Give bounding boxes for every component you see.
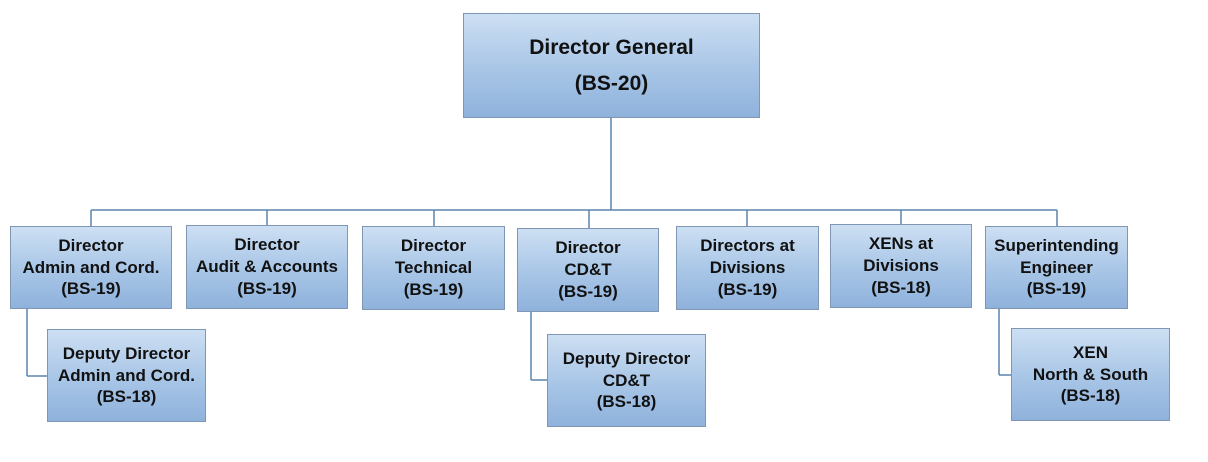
director-general-title: Director General [529, 35, 694, 59]
director-audit-line1: Director [234, 235, 300, 255]
director-technical-line1: Director [400, 236, 467, 256]
deputy-director-cdt-line2: CD&T [602, 370, 651, 390]
xens-at-divisions-line1: XENs at [868, 234, 934, 254]
superintending-engineer-grade: (BS-19) [1026, 279, 1087, 299]
xens-at-divisions-grade: (BS-18) [871, 277, 931, 297]
xens-at-divisions-line2: Divisions [863, 256, 939, 276]
xen-north-south-line1: XEN [1073, 342, 1108, 362]
director-admin-line1: Director [58, 235, 124, 255]
directors-at-divisions-line2: Divisions [709, 258, 786, 278]
director-cdt-grade: (BS-19) [558, 281, 618, 301]
director-audit-line2: Audit & Accounts [196, 257, 338, 277]
director-technical-line2: Technical [394, 258, 473, 278]
superintending-engineer-line2: Engineer [1020, 257, 1093, 277]
deputy-director-cdt-grade: (BS-18) [596, 392, 657, 412]
deputy-director-cdt-box: Deputy Director CD&T (BS-18) [547, 334, 706, 427]
superintending-engineer-line1: Superintending [994, 235, 1119, 255]
xen-north-south-grade: (BS-18) [1060, 386, 1121, 406]
director-audit-grade: (BS-19) [237, 278, 297, 298]
deputy-director-admin-line2: Admin and Cord. [58, 365, 195, 385]
director-admin-box: Director Admin and Cord. (BS-19) [10, 226, 172, 309]
deputy-director-admin-box: Deputy Director Admin and Cord. (BS-18) [47, 329, 206, 422]
xen-north-south-line2: North & South [1032, 364, 1149, 384]
director-general-grade: (BS-20) [574, 71, 649, 95]
director-technical-box: Director Technical (BS-19) [362, 226, 505, 310]
deputy-director-cdt-line1: Deputy Director [562, 348, 691, 368]
directors-at-divisions-box: Directors at Divisions (BS-19) [676, 226, 819, 310]
director-cdt-line1: Director [555, 238, 621, 258]
director-general-box: Director General (BS-20) [463, 13, 760, 118]
xen-north-south-box: XEN North & South (BS-18) [1011, 328, 1170, 421]
directors-at-divisions-line1: Directors at [700, 236, 795, 256]
director-admin-line2: Admin and Cord. [22, 257, 160, 277]
xens-at-divisions-box: XENs at Divisions (BS-18) [830, 224, 972, 308]
director-admin-grade: (BS-19) [61, 279, 121, 299]
deputy-director-admin-line1: Deputy Director [62, 343, 191, 363]
deputy-director-admin-grade: (BS-18) [96, 387, 157, 407]
director-cdt-box: Director CD&T (BS-19) [517, 228, 659, 312]
superintending-engineer-box: Superintending Engineer (BS-19) [985, 226, 1128, 309]
director-technical-grade: (BS-19) [403, 279, 464, 299]
directors-at-divisions-grade: (BS-19) [717, 279, 778, 299]
director-audit-box: Director Audit & Accounts (BS-19) [186, 225, 348, 309]
director-cdt-line2: CD&T [564, 260, 612, 280]
